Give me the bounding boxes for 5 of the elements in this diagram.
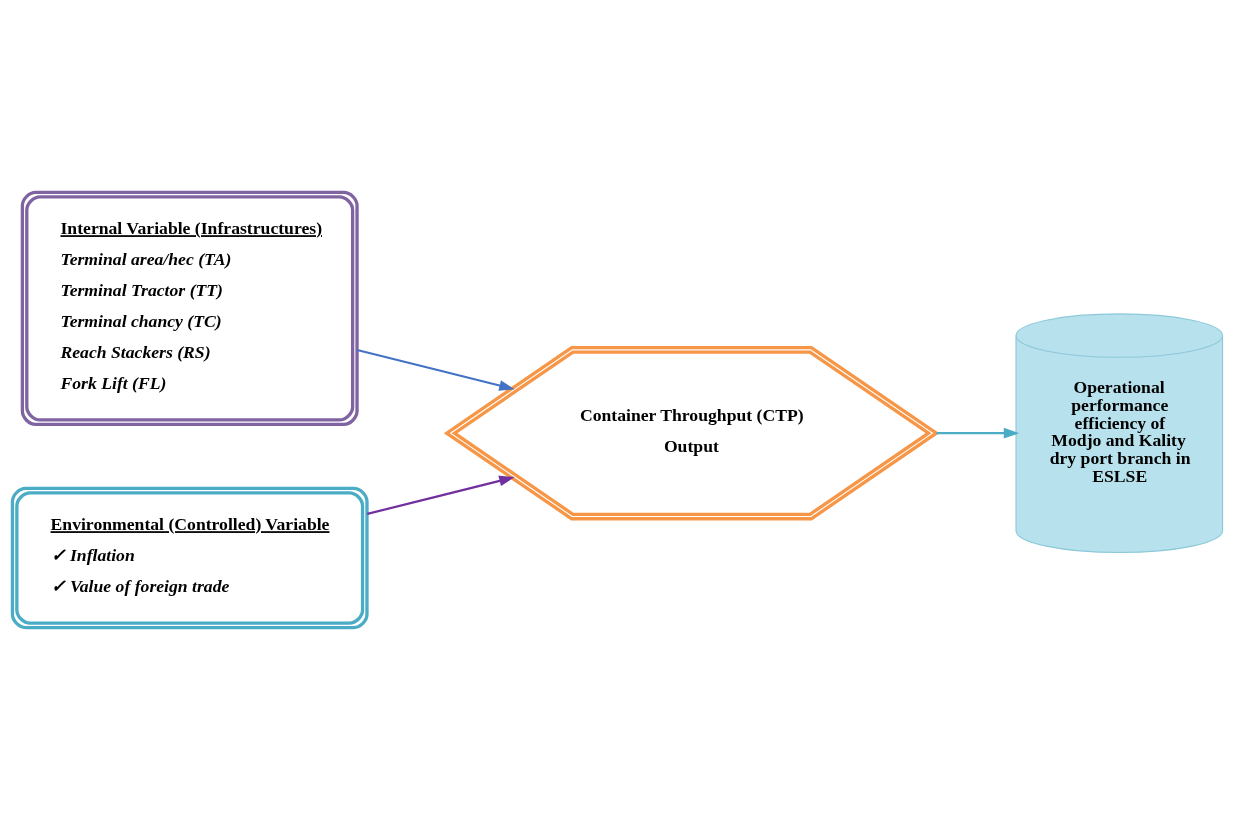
node-box: Internal Variable (Infrastructures) Terminal area/hec (TA) Terminal Tractor (TT) Terminal chancy (TC) Reach Stackers (RS) Fork Lift (FL) (20, 190, 359, 426)
node-box: Environmental (Controlled) Variable ✓ Inflation ✓ Value of foreign trade (10, 486, 369, 629)
arrow (367, 475, 515, 515)
arrow (936, 427, 1020, 439)
arrow (356, 348, 515, 391)
